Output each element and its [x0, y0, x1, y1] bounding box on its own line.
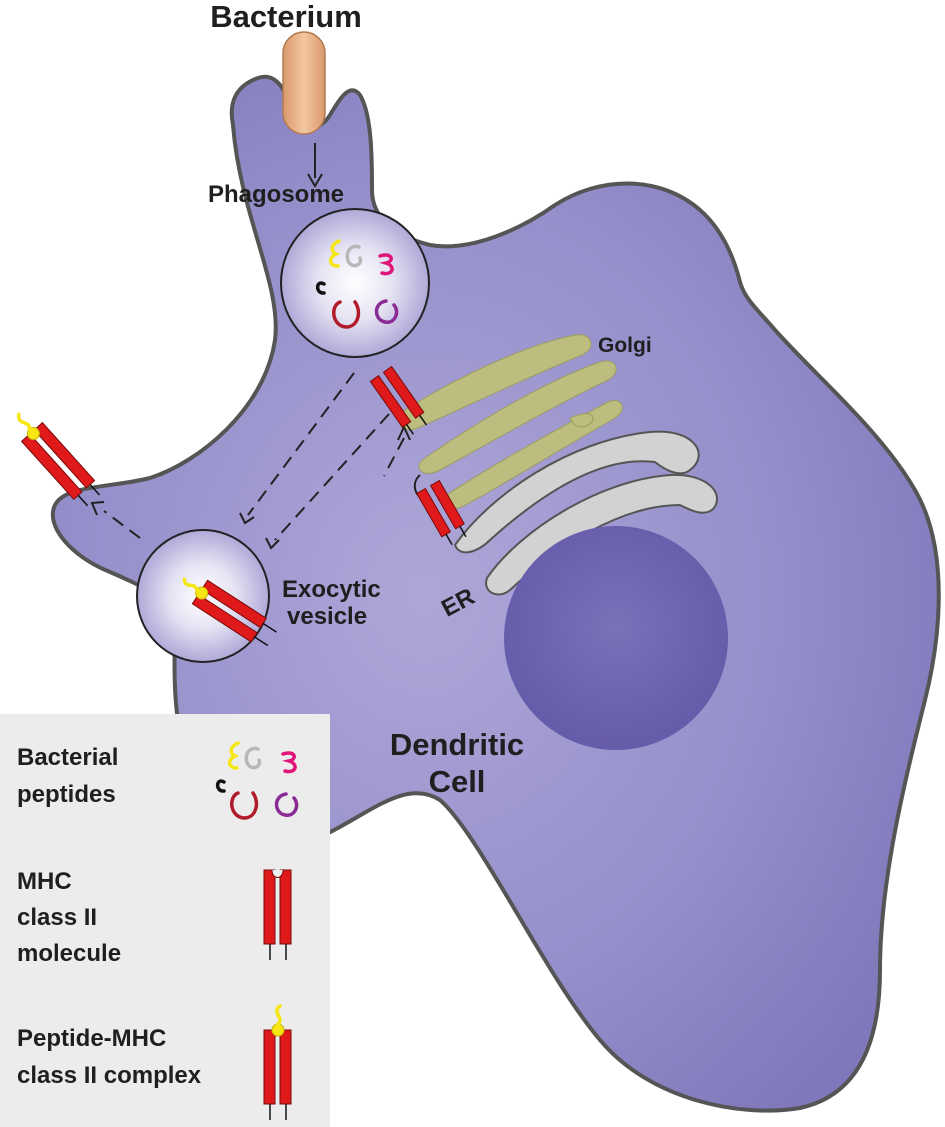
- legend-peptides-line1: Bacterial: [17, 744, 118, 771]
- bacterium-label: Bacterium: [210, 0, 362, 34]
- arrow-head-phagosome-to-vesicle: [239, 512, 255, 525]
- legend-complex-icon: [263, 1004, 292, 1120]
- nucleus: [504, 526, 728, 750]
- cell-label-line2: Cell: [429, 764, 486, 799]
- golgi-mhc-molecule: [369, 365, 428, 435]
- legend-peptides-icon: [215, 741, 299, 820]
- legend-mhc-line3: molecule: [17, 940, 121, 967]
- er-mhc-molecule: [416, 479, 467, 546]
- cell-label-line1: Dendritic: [390, 727, 524, 762]
- legend-complex-line1: Peptide-MHC: [17, 1025, 166, 1052]
- bacterium-icon: [282, 31, 326, 135]
- arrow-head-to-surface: [90, 501, 105, 516]
- legend-peptides-line2: peptides: [17, 781, 116, 808]
- arrow-head-golgi-to-vesicle: [265, 537, 280, 550]
- legend-mhc-line2: class II: [17, 904, 97, 931]
- arrow-head-phagosome: [307, 173, 323, 188]
- exocytic-label-line2: vesicle: [287, 603, 367, 630]
- arrow-head-er-to-golgi: [397, 424, 411, 441]
- golgi-label: Golgi: [598, 334, 652, 357]
- vesicle-peptide-mhc-complex: [182, 577, 277, 647]
- transport-paths: [103, 372, 405, 541]
- phagosome-vesicle: [280, 208, 430, 358]
- phagosome-peptides: [315, 239, 399, 329]
- surface-peptide-mhc-complex: [17, 412, 101, 507]
- exocytic-label-line1: Exocytic: [282, 576, 381, 603]
- legend-panel: Bacterial peptides MHC class II molecule…: [0, 714, 330, 1127]
- legend-mhc-icon: [263, 869, 292, 960]
- phagosome-label: Phagosome: [208, 181, 344, 208]
- legend-complex-line2: class II complex: [17, 1062, 202, 1089]
- golgi-apparatus: [398, 334, 623, 509]
- legend-mhc-line1: MHC: [17, 868, 72, 895]
- endoplasmic-reticulum: [453, 430, 719, 596]
